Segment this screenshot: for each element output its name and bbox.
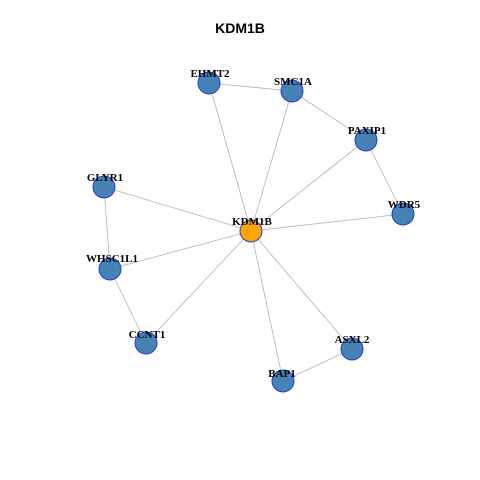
node-circle-kdm1b[interactable] (239, 219, 263, 243)
node-ccnt1[interactable]: CCNT1 (129, 329, 166, 355)
node-circle-ccnt1[interactable] (134, 331, 158, 355)
edge-kdm1b-ehmt2 (208, 82, 252, 232)
node-circle-paxip1[interactable] (354, 128, 378, 152)
node-paxip1[interactable]: PAXIP1 (348, 125, 386, 152)
node-label-whsc1l1: WHSC1L1 (86, 253, 138, 265)
node-circle-whsc1l1[interactable] (98, 257, 122, 281)
node-bap1[interactable]: BAP1 (268, 368, 296, 393)
edge-ehmt2-smc1a (208, 82, 293, 92)
node-circle-glyr1[interactable] (92, 175, 116, 199)
node-label-ccnt1: CCNT1 (129, 329, 166, 341)
node-circle-ehmt2[interactable] (197, 71, 221, 95)
node-label-asxl2: ASXL2 (335, 334, 370, 346)
edge-asxl2-bap1 (282, 348, 353, 382)
edge-whsc1l1-ccnt1 (109, 268, 147, 344)
node-circle-bap1[interactable] (271, 369, 295, 393)
node-smc1a[interactable]: SMC1A (274, 76, 312, 103)
node-glyr1[interactable]: GLYR1 (87, 172, 123, 199)
node-label-paxip1: PAXIP1 (348, 125, 386, 137)
node-whsc1l1[interactable]: WHSC1L1 (86, 253, 138, 281)
node-wdr5[interactable]: WDR5 (388, 199, 421, 226)
node-label-kdm1b: KDM1B (232, 216, 272, 228)
node-kdm1b[interactable]: KDM1B (232, 216, 273, 243)
edge-kdm1b-whsc1l1 (109, 230, 252, 270)
node-asxl2[interactable]: ASXL2 (335, 334, 370, 361)
node-circle-smc1a[interactable] (280, 79, 304, 103)
edge-glyr1-whsc1l1 (103, 186, 111, 270)
node-circle-wdr5[interactable] (391, 202, 415, 226)
node-circle-asxl2[interactable] (340, 337, 364, 361)
edge-kdm1b-paxip1 (250, 139, 367, 232)
node-ehmt2[interactable]: EHMT2 (190, 68, 230, 95)
node-label-ehmt2: EHMT2 (190, 68, 230, 80)
node-label-wdr5: WDR5 (388, 199, 421, 211)
edge-kdm1b-asxl2 (250, 230, 353, 350)
edge-kdm1b-bap1 (250, 230, 284, 382)
node-label-smc1a: SMC1A (274, 76, 312, 88)
node-label-glyr1: GLYR1 (87, 172, 123, 184)
edge-kdm1b-wdr5 (250, 213, 404, 232)
edge-paxip1-wdr5 (365, 139, 404, 215)
edge-kdm1b-glyr1 (103, 186, 252, 232)
edge-layer (103, 82, 404, 382)
edge-kdm1b-smc1a (250, 90, 293, 232)
graph-title: KDM1B (215, 20, 265, 36)
edge-smc1a-paxip1 (291, 90, 367, 141)
edge-kdm1b-ccnt1 (145, 230, 252, 344)
node-label-bap1: BAP1 (268, 368, 296, 380)
